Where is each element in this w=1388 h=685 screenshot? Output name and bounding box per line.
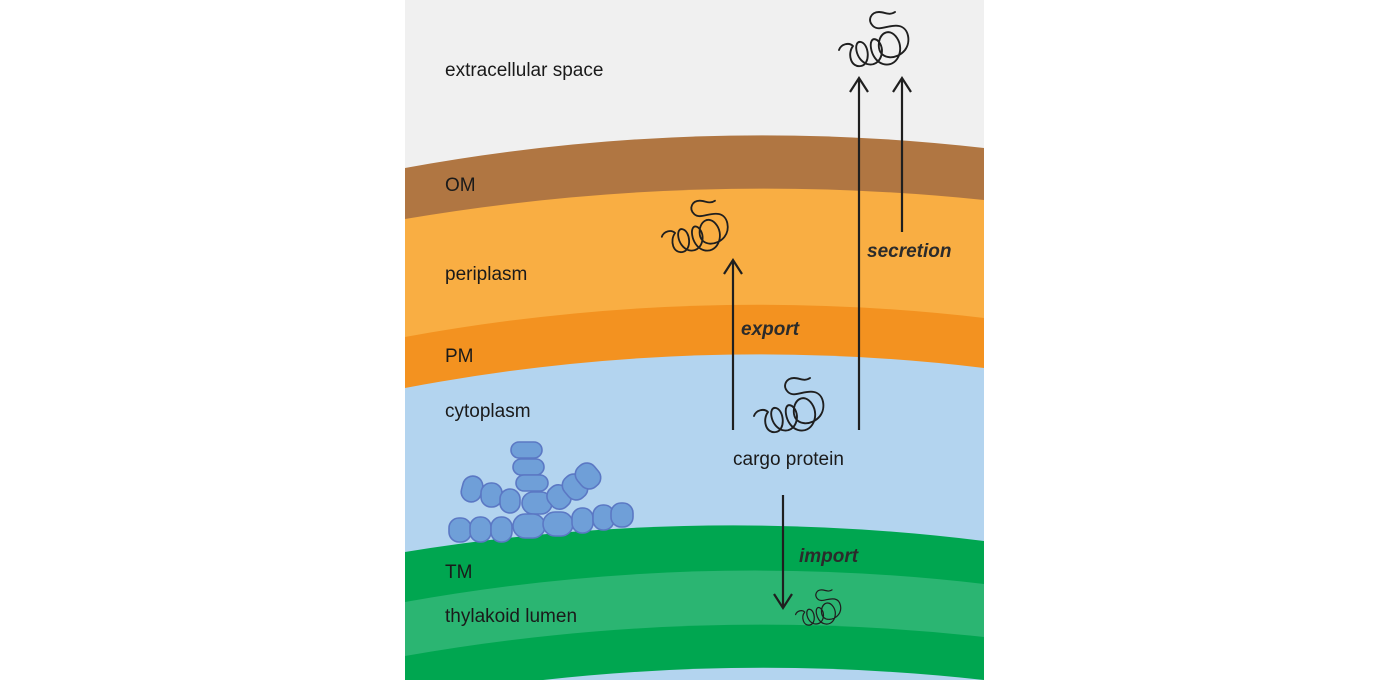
secretion-arrow-main	[849, 75, 869, 430]
label-import: import	[799, 546, 859, 567]
label-extracellular-space: extracellular space	[445, 60, 603, 81]
label-pm: PM	[445, 346, 474, 367]
label-secretion: secretion	[867, 241, 951, 262]
label-export: export	[741, 319, 800, 340]
label-om: OM	[445, 175, 476, 196]
pigment-granule-cluster-icon	[448, 441, 634, 543]
export-arrow	[723, 257, 743, 430]
label-periplasm: periplasm	[445, 264, 527, 285]
secretion-arrow-secondary	[892, 75, 912, 232]
label-thylakoid-lumen: thylakoid lumen	[445, 606, 577, 627]
cytoplasm-inner-region	[543, 667, 984, 680]
label-tm: TM	[445, 562, 472, 583]
label-cytoplasm: cytoplasm	[445, 401, 531, 422]
thylakoid-membrane-inner-band	[405, 624, 984, 680]
import-arrow	[773, 495, 793, 611]
label-cargo-protein: cargo protein	[733, 449, 844, 470]
